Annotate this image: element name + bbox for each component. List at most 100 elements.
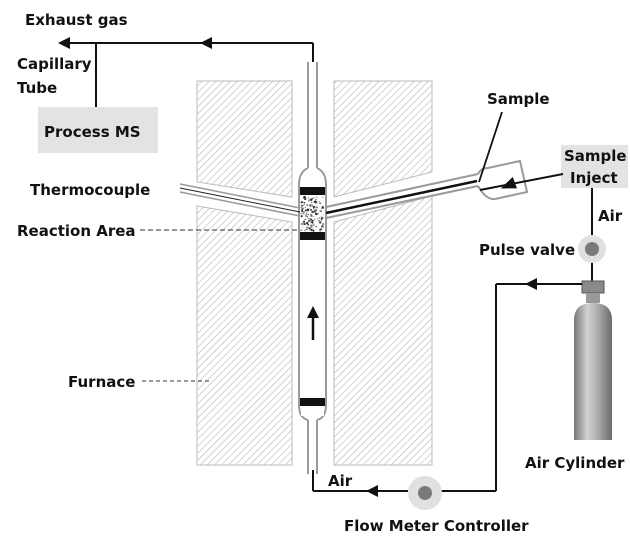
quartz-plug-middle (300, 232, 325, 240)
catalyst-particle (303, 223, 306, 226)
catalyst-particle (303, 201, 306, 204)
catalyst-particle (321, 222, 325, 226)
catalyst-particle (302, 211, 305, 214)
catalyst-particle (300, 206, 303, 209)
catalyst-particle (306, 212, 308, 214)
air-label-top: Air (598, 207, 623, 225)
catalyst-particle (318, 210, 321, 212)
pulse-valve[interactable] (578, 235, 606, 263)
catalyst-particle (317, 213, 319, 215)
furnace-right-lower (333, 195, 433, 466)
catalyst-particle (306, 203, 309, 207)
catalyst-particle (311, 211, 313, 213)
air-label-bottom: Air (328, 472, 353, 490)
exhaust-line (58, 37, 314, 107)
catalyst-particle (308, 197, 310, 199)
catalyst-particle (308, 208, 310, 210)
catalyst-particle (319, 228, 322, 231)
catalyst-particle (310, 204, 313, 207)
catalyst-particle (303, 196, 306, 199)
catalyst-particle (304, 218, 306, 221)
reactor-tube (298, 62, 327, 474)
catalyst-particle (322, 213, 324, 216)
catalyst-particle (308, 217, 310, 219)
quartz-plug-top (300, 187, 325, 195)
catalyst-particle (306, 208, 310, 212)
catalyst-particle (300, 212, 302, 215)
flow-arrow-icon (200, 37, 212, 49)
flow-up-arrow-icon (307, 306, 319, 340)
catalyst-particle (320, 219, 323, 221)
catalyst-particle (304, 209, 307, 212)
catalyst-particle (314, 209, 317, 212)
catalyst-particle (301, 209, 304, 213)
catalyst-particle (315, 225, 317, 228)
furnace-label: Furnace (68, 373, 135, 391)
catalyst-particle (301, 204, 304, 207)
capillary-tube-label-line2: Tube (17, 79, 57, 97)
catalyst-particle (322, 196, 324, 198)
catalyst-particle (313, 218, 316, 221)
catalyst-particle (312, 228, 314, 230)
catalyst-particle (305, 228, 308, 230)
exhaust-arrow-icon (58, 37, 70, 49)
sample-pointer (478, 111, 503, 183)
catalyst-particle (305, 215, 308, 218)
furnace-left-lower (196, 205, 293, 466)
catalyst-particle (310, 201, 313, 204)
catalyst-particle (307, 219, 310, 222)
catalyst-particle (310, 215, 312, 217)
reaction-area-catalyst (300, 195, 325, 232)
catalyst-particle (312, 224, 315, 227)
catalyst-particle (313, 215, 315, 217)
catalyst-particle (318, 219, 320, 222)
catalyst-particle (322, 216, 324, 219)
air-inlet-line (312, 470, 408, 497)
catalyst-particle (321, 215, 323, 217)
flow-meter-icon (418, 486, 432, 500)
catalyst-particle (319, 221, 322, 224)
catalyst-particle (303, 207, 305, 209)
catalyst-particle (305, 226, 308, 228)
catalyst-particle (301, 208, 303, 210)
sample-inject-box (561, 145, 628, 188)
catalyst-particle (300, 229, 303, 232)
sample-inject-arm (325, 159, 529, 219)
catalyst-particle (308, 227, 311, 230)
catalyst-particle (302, 213, 305, 215)
sample-inject-feed (479, 173, 564, 191)
catalyst-particle (310, 228, 313, 232)
thermocouple (179, 183, 301, 217)
sample-inject-label-line2: Inject (570, 169, 618, 187)
catalyst-particle (302, 226, 304, 228)
catalyst-particle (307, 230, 309, 232)
catalyst-particle (305, 213, 308, 216)
catalyst-particle (312, 229, 315, 232)
catalyst-particle (315, 196, 317, 198)
cylinder-valve-head (581, 280, 605, 294)
process-ms-label: Process MS (44, 123, 141, 141)
catalyst-particle (312, 205, 316, 209)
cylinder-neck (586, 293, 600, 303)
catalyst-particle (309, 206, 311, 208)
cylinder-to-flowmeter-line (441, 278, 582, 492)
catalyst-particle (321, 225, 324, 228)
catalyst-particle (310, 208, 313, 211)
catalyst-particle (307, 226, 309, 229)
catalyst-particle (314, 212, 318, 216)
quartz-plug-bottom (300, 398, 325, 406)
air-cylinder (574, 280, 612, 440)
catalyst-particle (307, 213, 310, 215)
flow-meter-controller[interactable] (408, 476, 442, 510)
catalyst-particle (303, 203, 305, 206)
catalyst-particle (311, 221, 314, 224)
sample-label: Sample (487, 90, 550, 108)
capillary-tube-label-line1: Capillary (17, 55, 92, 73)
catalyst-particle (313, 197, 315, 199)
catalyst-particle (304, 229, 306, 232)
catalyst-particle (303, 220, 306, 223)
catalyst-particle (300, 215, 303, 218)
catalyst-particle (316, 217, 319, 220)
catalyst-particle (304, 206, 306, 208)
